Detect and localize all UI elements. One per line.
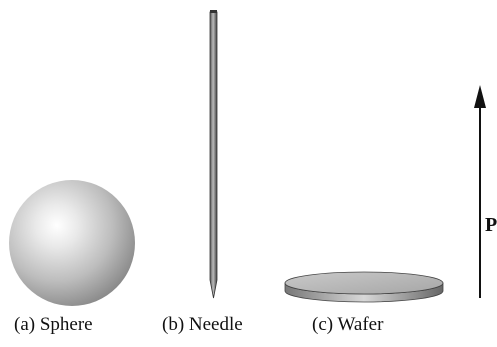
caption-sphere: (a) Sphere (14, 314, 93, 336)
wafer-shape (285, 272, 443, 302)
caption-wafer: (c) Wafer (312, 314, 383, 336)
caption-needle: (b) Needle (162, 314, 243, 336)
polarization-arrow (474, 85, 486, 298)
sphere-shape (9, 180, 135, 306)
needle-shape (210, 10, 217, 298)
arrow-label: P (485, 214, 497, 237)
